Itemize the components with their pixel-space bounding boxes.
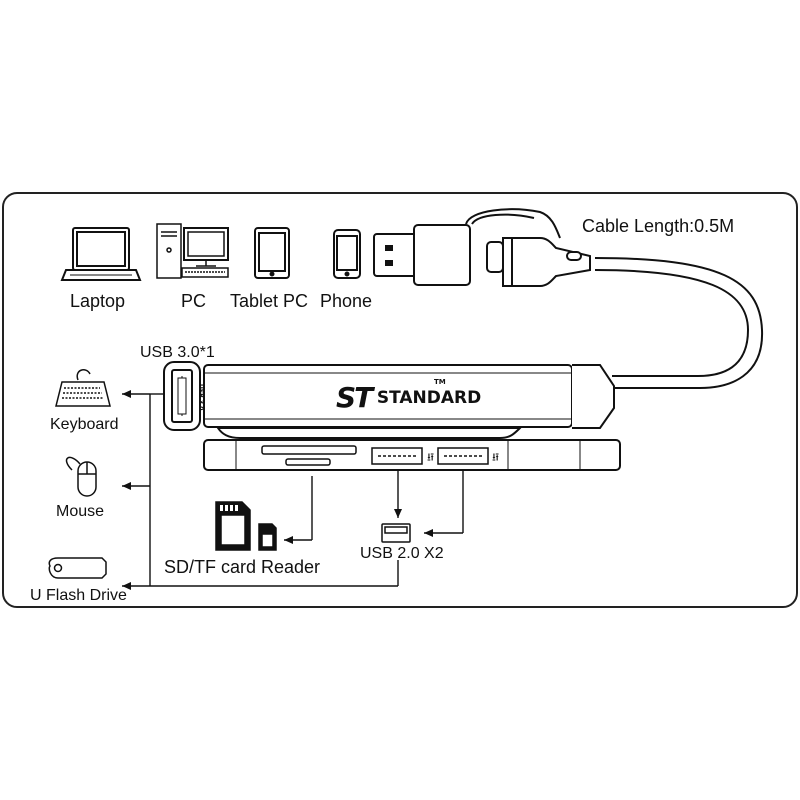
card-reader-label: SD/TF card Reader (164, 557, 321, 577)
usb-c-plug-icon (486, 237, 591, 287)
usb-trident-icon: ⭿ (492, 451, 499, 464)
usb30-port-tag: USB 3.0 (197, 384, 204, 411)
usb-3-port (163, 361, 201, 431)
keyboard-icon (55, 369, 111, 407)
usb-2-port-1 (371, 447, 423, 465)
brand-logo: ST STANDARD TM (336, 378, 482, 414)
device-label-phone: Phone (320, 291, 373, 311)
brand-mark: ST (336, 381, 373, 414)
usb-flash-drive-icon (48, 557, 107, 579)
usb20-label: USB 2.0 X2 (360, 545, 444, 562)
usb-a-receptacle-icon (381, 523, 411, 543)
brand-name: STANDARD (376, 388, 482, 408)
device-label-laptop: Laptop (70, 291, 126, 311)
trademark-mark: TM (434, 378, 446, 386)
connection-lines (122, 390, 464, 590)
tablet-icon (254, 227, 290, 279)
sd-tf-card-icon (215, 501, 277, 551)
desktop-pc-icon (156, 223, 229, 279)
hub-body-top (203, 364, 615, 439)
diagram-frame (2, 192, 798, 608)
phone-icon (333, 229, 361, 279)
peripheral-label-mouse: Mouse (56, 503, 105, 520)
usb-2-port-2 (437, 447, 489, 465)
sd-card-slot (261, 445, 357, 466)
usb-trident-icon: ⭿ (427, 451, 434, 464)
peripheral-label-keyboard: Keyboard (50, 416, 119, 433)
device-label-pc: PC (181, 291, 207, 311)
peripheral-label-flash-drive: U Flash Drive (30, 587, 127, 604)
mouse-icon (65, 456, 97, 497)
usb-a-plug-icon (373, 224, 471, 286)
usb30-port-label: USB 3.0*1 (140, 344, 215, 361)
cable-length-label: Cable Length:0.5M (582, 216, 735, 236)
laptop-icon (60, 227, 142, 281)
hub-cable (465, 208, 764, 389)
device-label-tablet: Tablet PC (230, 291, 309, 311)
